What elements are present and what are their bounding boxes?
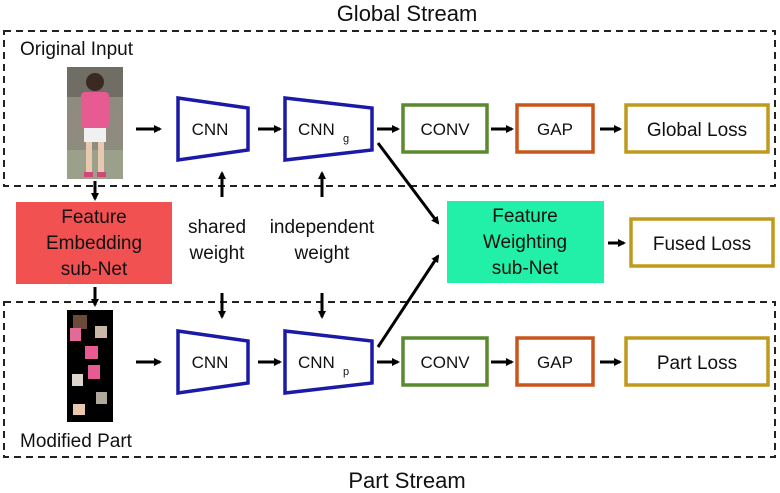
feature-embedding-line1: Feature: [61, 207, 126, 228]
independent-weight-line2: weight: [294, 243, 351, 264]
part-loss-label: Part Loss: [657, 353, 737, 374]
feature-embedding-line3: sub-Net: [61, 259, 128, 280]
modified-part-image: [67, 310, 113, 422]
independent-weight-line1: independent: [270, 217, 375, 238]
fused-loss-block: [629, 217, 775, 268]
feature-weighting-line1: Feature: [492, 206, 557, 227]
part-conv-block: [401, 336, 489, 387]
arrow-cnng-to-weighting: [376, 142, 440, 225]
global-gap-block: [515, 103, 595, 154]
global-conv-label: CONV: [420, 120, 470, 139]
cnn-p-block: [283, 329, 374, 395]
global-cnn-label: CNN: [192, 120, 229, 139]
cnn-p-label: CNN: [298, 353, 335, 372]
feature-weighting-line3: sub-Net: [492, 258, 559, 279]
part-loss-block: [624, 336, 770, 387]
part-conv-label: CONV: [420, 353, 470, 372]
global-stream-box: [3, 30, 776, 187]
part-gap-block: [515, 336, 595, 387]
feature-weighting-subnet: [447, 201, 604, 283]
part-gap-label: GAP: [537, 353, 573, 372]
global-loss-label: Global Loss: [647, 120, 747, 141]
shared-weight-line2: weight: [189, 243, 246, 264]
cnn-g-subscript: g: [343, 133, 349, 145]
cnn-g-block: [283, 96, 374, 162]
feature-embedding-line2: Embedding: [46, 233, 142, 254]
global-stream-title: Global Stream: [337, 1, 478, 26]
global-loss-block: [624, 103, 770, 154]
global-gap-label: GAP: [537, 120, 573, 139]
part-cnn-block: [176, 328, 250, 396]
original-input-label: Original Input: [20, 39, 134, 60]
part-cnn-label: CNN: [192, 353, 229, 372]
part-stream-box: [3, 301, 776, 458]
global-conv-block: [401, 103, 489, 154]
feature-embedding-subnet: [16, 202, 172, 284]
cnn-g-label: CNN: [298, 120, 335, 139]
fused-loss-label: Fused Loss: [653, 234, 751, 255]
feature-weighting-line2: Weighting: [483, 232, 567, 253]
modified-part-label: Modified Part: [20, 431, 133, 452]
original-input-image: [67, 67, 123, 179]
cnn-p-subscript: p: [343, 366, 349, 378]
part-stream-title: Part Stream: [348, 468, 465, 493]
shared-weight-line1: shared: [188, 217, 246, 238]
global-cnn-block: [176, 95, 250, 163]
arrow-cnnp-to-weighting: [376, 254, 440, 348]
